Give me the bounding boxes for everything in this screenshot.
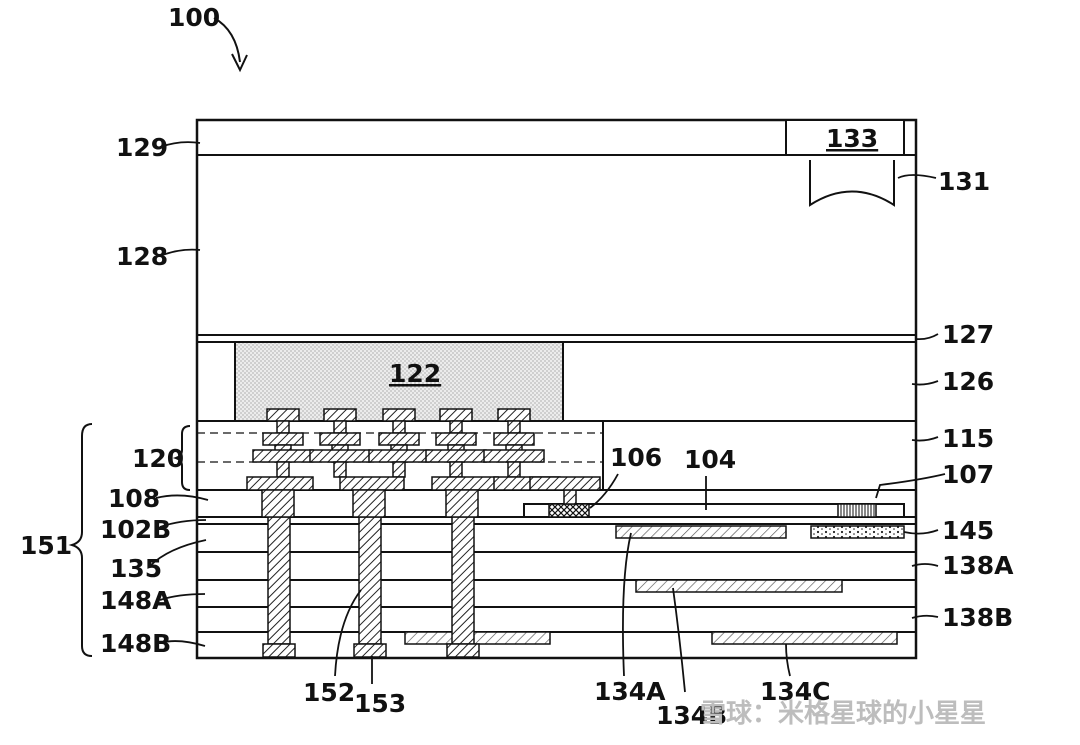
label-138b: 138B bbox=[942, 603, 1013, 632]
stack-top-pad-5 bbox=[497, 408, 531, 422]
figure-arrow bbox=[213, 17, 241, 63]
label-128: 128 bbox=[116, 242, 168, 271]
stack-mid-pad-5 bbox=[493, 432, 535, 446]
label-129: 129 bbox=[116, 133, 168, 162]
stack-mid-pad-4 bbox=[435, 432, 477, 446]
label-134a: 134A bbox=[594, 677, 666, 706]
label-148b: 148B bbox=[100, 629, 171, 658]
brace-120 bbox=[172, 425, 191, 491]
stack-top-pad-3 bbox=[382, 408, 416, 422]
stack-via-lower-2 bbox=[333, 461, 347, 478]
label-108: 108 bbox=[108, 484, 160, 513]
label-134c: 134C bbox=[760, 677, 831, 706]
label-148a: 148A bbox=[100, 586, 172, 615]
element-106 bbox=[548, 503, 590, 518]
label-131: 131 bbox=[938, 167, 990, 196]
leader-lines bbox=[149, 141, 946, 693]
stack-via-lower-5 bbox=[507, 461, 521, 478]
stack-wide-pad-1 bbox=[252, 449, 314, 463]
element-106-via bbox=[563, 489, 577, 505]
lens-131 bbox=[809, 160, 895, 207]
stack-via-lower-3 bbox=[392, 461, 406, 478]
label-153: 153 bbox=[354, 689, 406, 718]
label-127: 127 bbox=[942, 320, 994, 349]
stack-mid-pad-2 bbox=[319, 432, 361, 446]
label-107: 107 bbox=[942, 460, 994, 489]
stack-lower-pad-3 bbox=[431, 476, 499, 491]
via-108-1 bbox=[261, 489, 295, 518]
stack-via-lower-1 bbox=[276, 461, 290, 478]
stack-top-pad-2 bbox=[323, 408, 357, 422]
stack-lower-pad-2 bbox=[339, 476, 405, 491]
stack-via-upper-1 bbox=[276, 420, 290, 434]
label-145: 145 bbox=[942, 516, 994, 545]
label-106: 106 bbox=[610, 443, 662, 472]
stack-lower-pad-5 bbox=[529, 476, 601, 491]
stack-via-upper-5 bbox=[507, 420, 521, 434]
stack-via-upper-4 bbox=[449, 420, 463, 434]
stack-wide-pad-3 bbox=[368, 449, 430, 463]
label-152: 152 bbox=[303, 678, 355, 707]
stack-wide-pad-2 bbox=[309, 449, 371, 463]
stack-top-pad-4 bbox=[439, 408, 473, 422]
watermark-text: 雪球：米格星球的小星星 bbox=[700, 698, 986, 729]
label-122: 122 bbox=[389, 359, 441, 388]
element-104 bbox=[523, 503, 905, 518]
label-120: 120 bbox=[132, 444, 184, 473]
label-138a: 138A bbox=[942, 551, 1014, 580]
figure-arrow-head bbox=[231, 53, 248, 73]
stack-wide-pad-5 bbox=[483, 449, 545, 463]
label-135: 135 bbox=[110, 554, 162, 583]
via-152-1 bbox=[267, 516, 291, 645]
pad-153-2 bbox=[353, 643, 387, 658]
stack-wide-pad-4 bbox=[425, 449, 487, 463]
stack-via-upper-3 bbox=[392, 420, 406, 434]
label-102b: 102B bbox=[100, 515, 171, 544]
pad-153-1 bbox=[262, 643, 296, 658]
element-134b bbox=[635, 579, 843, 593]
element-133-box bbox=[785, 119, 905, 156]
stack-top-pad-1 bbox=[266, 408, 300, 422]
element-145 bbox=[810, 525, 905, 539]
via-152-2 bbox=[358, 516, 382, 645]
via-108-2 bbox=[352, 489, 386, 518]
via-152-3 bbox=[451, 516, 475, 645]
stack-via-lower-4 bbox=[449, 461, 463, 478]
label-151: 151 bbox=[20, 531, 72, 560]
figure-number: 100 bbox=[168, 3, 220, 32]
element-148b-pad bbox=[404, 631, 551, 645]
stack-mid-pad-1 bbox=[262, 432, 304, 446]
element-134c bbox=[711, 631, 898, 645]
label-126: 126 bbox=[942, 367, 994, 396]
label-134b: 134B bbox=[656, 701, 727, 730]
element-134a bbox=[615, 525, 787, 539]
label-104: 104 bbox=[684, 445, 736, 474]
label-133: 133 bbox=[826, 124, 878, 153]
element-107 bbox=[837, 503, 877, 518]
label-115: 115 bbox=[942, 424, 994, 453]
stack-mid-pad-3 bbox=[378, 432, 420, 446]
interconnect-stacks bbox=[246, 408, 601, 518]
via-108-3 bbox=[445, 489, 479, 518]
brace-151 bbox=[68, 423, 93, 657]
stack-lower-pad-1 bbox=[246, 476, 314, 491]
stack-via-upper-2 bbox=[333, 420, 347, 434]
pad-153-3 bbox=[446, 643, 480, 658]
